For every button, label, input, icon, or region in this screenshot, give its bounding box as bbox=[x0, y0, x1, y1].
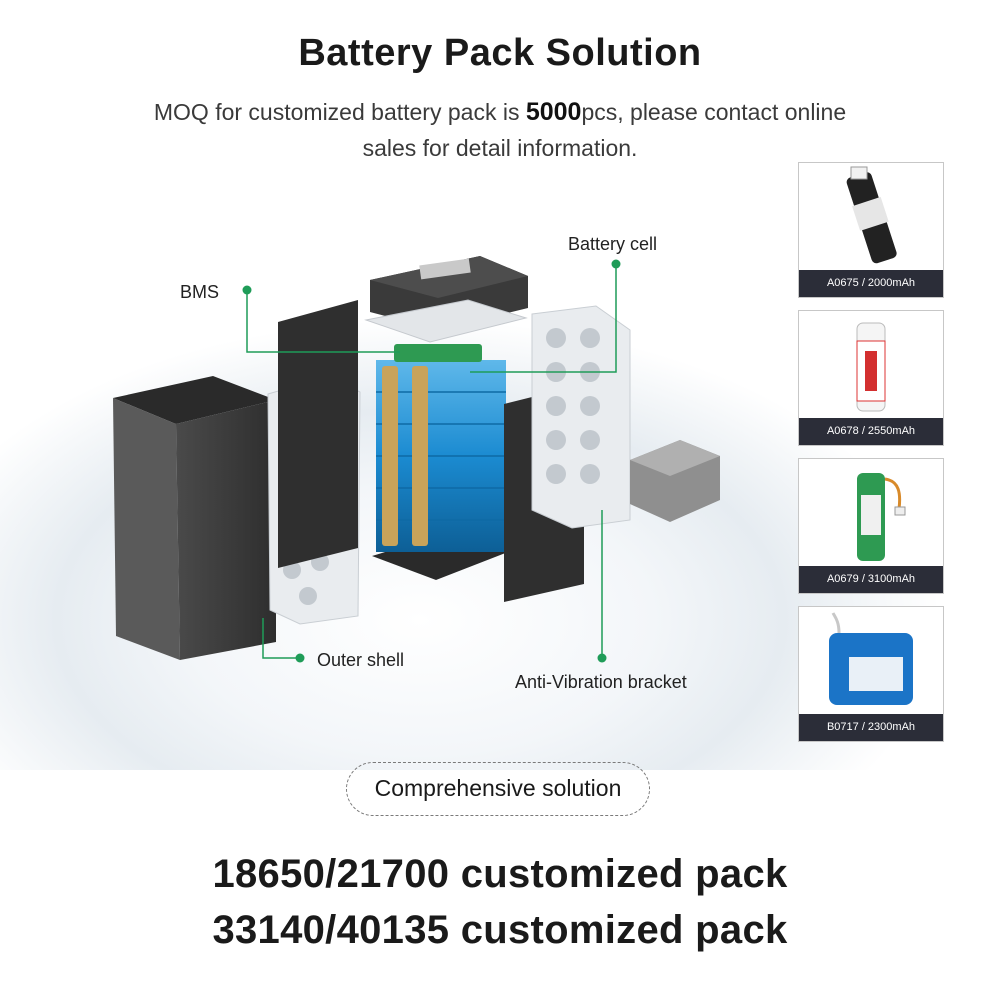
product-card[interactable]: A0678 / 2550mAh bbox=[798, 310, 944, 446]
callout-anti-vibration-bracket: Anti-Vibration bracket bbox=[515, 672, 687, 692]
product-label: B0717 / 2300mAh bbox=[799, 714, 943, 741]
callout-outer-shell: Outer shell bbox=[317, 650, 405, 670]
product-label: A0675 / 2000mAh bbox=[799, 270, 943, 297]
product-image-cell bbox=[856, 322, 886, 412]
anti-vibration-callout-dot bbox=[597, 653, 607, 663]
bms-callout-dot bbox=[242, 285, 252, 295]
outer-shell-callout-dot bbox=[295, 653, 305, 663]
bms-spacer bbox=[364, 299, 528, 343]
callout-battery-cell: Battery cell bbox=[568, 234, 658, 254]
exploded-battery-pack-illustration bbox=[113, 256, 720, 663]
callout-leader-lines bbox=[246, 264, 617, 659]
footer-line-2: 33140/40135 customized pack bbox=[212, 908, 788, 952]
product-card[interactable]: A0679 / 3100mAh bbox=[798, 458, 944, 594]
callout-bms: BMS bbox=[180, 282, 220, 302]
right-bracket bbox=[531, 305, 631, 529]
page-title: Battery Pack Solution bbox=[298, 32, 702, 74]
battery-cell-callout-dot bbox=[611, 259, 621, 269]
left-insulation-sheet bbox=[278, 300, 358, 568]
subtitle-prefix: MOQ for customized battery pack is bbox=[153, 99, 526, 125]
product-image-battery-pack bbox=[846, 166, 897, 264]
product-card[interactable]: A0675 / 2000mAh bbox=[798, 162, 944, 298]
battery-cell-block bbox=[372, 344, 508, 580]
bottom-tray bbox=[630, 440, 720, 522]
product-card[interactable]: B0717 / 2300mAh bbox=[798, 606, 944, 742]
product-label: A0679 / 3100mAh bbox=[799, 566, 943, 593]
page-subtitle: MOQ for customized battery pack is 5000p… bbox=[150, 94, 850, 166]
bms-leader-line bbox=[246, 290, 400, 353]
subtitle-suffix: pcs, please contact online sales for det… bbox=[362, 99, 847, 161]
footer-line-1: 18650/21700 customized pack bbox=[212, 852, 788, 896]
moq-quantity: 5000 bbox=[525, 98, 582, 126]
product-image-blue-pack bbox=[829, 612, 913, 705]
product-label: A0678 / 2550mAh bbox=[799, 418, 943, 445]
outer-shell bbox=[113, 376, 276, 660]
battery-cell-leader-line bbox=[470, 264, 617, 373]
outer-shell-leader-line bbox=[262, 618, 300, 659]
product-image-cell-with-wire bbox=[857, 473, 906, 561]
comprehensive-solution-badge: Comprehensive solution bbox=[346, 762, 650, 816]
